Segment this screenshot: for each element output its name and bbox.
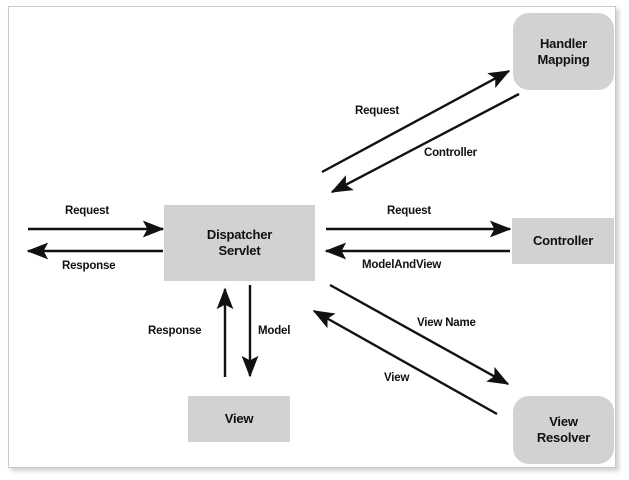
- edge-label-label-view-response: Response: [148, 325, 202, 337]
- node-view: View: [188, 396, 290, 442]
- edge-label-label-controller-modelandview: ModelAndView: [362, 259, 442, 271]
- node-label-view-resolver: View Resolver: [536, 414, 591, 445]
- edge-viewresolver-to-dispatcher-view: [312, 309, 498, 416]
- edge-label-label-handler-controller: Controller: [424, 147, 477, 159]
- edge-dispatcher-to-handler-request: [321, 69, 511, 174]
- edge-label-label-viewresolver-viewname: View Name: [417, 317, 476, 329]
- node-label-view: View: [224, 411, 254, 427]
- edge-label-label-controller-request: Request: [387, 205, 431, 217]
- node-label-dispatcher-servlet: Dispatcher Servlet: [206, 227, 273, 258]
- edge-label-label-handler-request: Request: [355, 105, 399, 117]
- edge-label-label-client-response: Response: [62, 260, 116, 272]
- node-view-resolver: View Resolver: [513, 396, 614, 464]
- edge-label-label-client-request: Request: [65, 205, 109, 217]
- node-dispatcher-servlet: Dispatcher Servlet: [164, 205, 315, 281]
- edge-dispatcher-to-viewresolver-viewname: [329, 283, 510, 386]
- node-label-handler-mapping: Handler Mapping: [537, 35, 590, 67]
- edge-label-label-viewresolver-view: View: [384, 372, 410, 384]
- node-controller: Controller: [512, 218, 614, 264]
- edge-handler-to-dispatcher-controller: [330, 92, 520, 194]
- edge-label-label-view-model: Model: [258, 325, 291, 337]
- node-handler-mapping: Handler Mapping: [513, 13, 614, 90]
- edge-lines: [26, 69, 520, 416]
- node-label-controller: Controller: [532, 233, 594, 249]
